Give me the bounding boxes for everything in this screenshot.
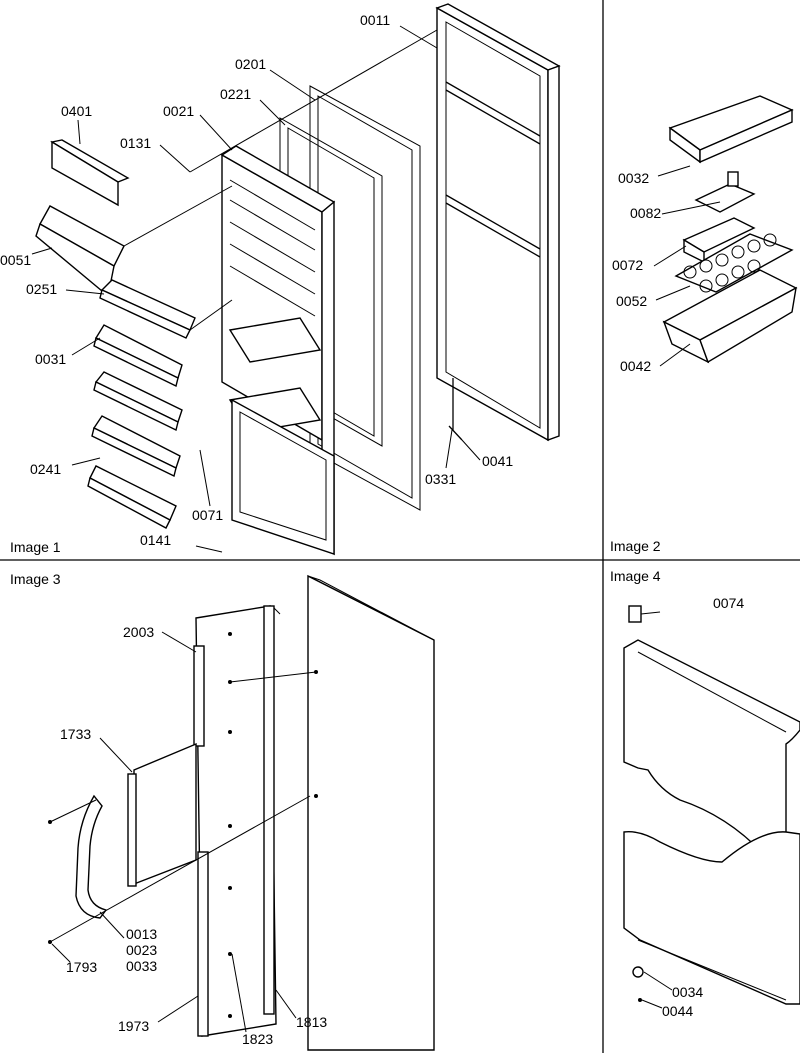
callout-0033: 0033 <box>126 958 157 974</box>
callout-0141: 0141 <box>140 532 171 548</box>
callout-0401: 0401 <box>61 103 92 119</box>
image3-labels: 2003 1733 0013 0023 0033 1793 1973 1823 … <box>60 624 327 1047</box>
image4-labels: 0074 0034 0044 <box>662 595 744 1019</box>
image2-drawing <box>653 95 798 367</box>
callout-0071: 0071 <box>192 507 223 523</box>
callout-0041: 0041 <box>482 453 513 469</box>
callout-0131: 0131 <box>120 135 151 151</box>
image3-drawing <box>48 574 435 1051</box>
callout-0034: 0034 <box>672 984 703 1000</box>
callout-0044: 0044 <box>662 1003 693 1019</box>
callout-1733: 1733 <box>60 726 91 742</box>
callout-0251: 0251 <box>26 281 57 297</box>
panel-title-image1: Image 1 <box>10 539 61 555</box>
door-shelves <box>35 139 196 529</box>
lower-door-frame <box>231 398 335 555</box>
image1-drawing <box>31 3 561 556</box>
callout-1823: 1823 <box>242 1031 273 1047</box>
callout-2003: 2003 <box>123 624 154 640</box>
callout-0021: 0021 <box>163 103 194 119</box>
callout-0011: 0011 <box>360 12 390 28</box>
callout-0082: 0082 <box>630 205 661 221</box>
inner-door-liner <box>220 145 336 556</box>
callout-0032: 0032 <box>618 170 649 186</box>
callout-0013: 0013 <box>126 926 157 942</box>
callout-0031: 0031 <box>35 351 66 367</box>
callout-0023: 0023 <box>126 942 157 958</box>
outer-door-panel <box>435 3 561 442</box>
callout-0052: 0052 <box>616 293 647 309</box>
callout-0201: 0201 <box>235 56 266 72</box>
image2-labels: 0032 0082 0072 0052 0042 <box>612 170 661 374</box>
callout-0042: 0042 <box>620 358 651 374</box>
callout-0072: 0072 <box>612 257 643 273</box>
callout-1793: 1793 <box>66 959 97 975</box>
callout-0331: 0331 <box>425 471 456 487</box>
callout-1973: 1973 <box>118 1018 149 1034</box>
callout-0074: 0074 <box>713 595 744 611</box>
callout-0221: 0221 <box>220 86 251 102</box>
callout-0051: 0051 <box>0 252 31 268</box>
image1-leaders <box>31 25 481 553</box>
panel-title-image2: Image 2 <box>610 538 661 554</box>
callout-1813: 1813 <box>296 1014 327 1030</box>
callout-0241: 0241 <box>30 461 61 477</box>
panel-title-image4: Image 4 <box>610 568 661 584</box>
panel-title-image3: Image 3 <box>10 571 61 587</box>
image4-drawing <box>623 605 800 1009</box>
image1-labels: 0011 0201 0221 0021 0401 0131 0051 0251 … <box>0 12 513 548</box>
